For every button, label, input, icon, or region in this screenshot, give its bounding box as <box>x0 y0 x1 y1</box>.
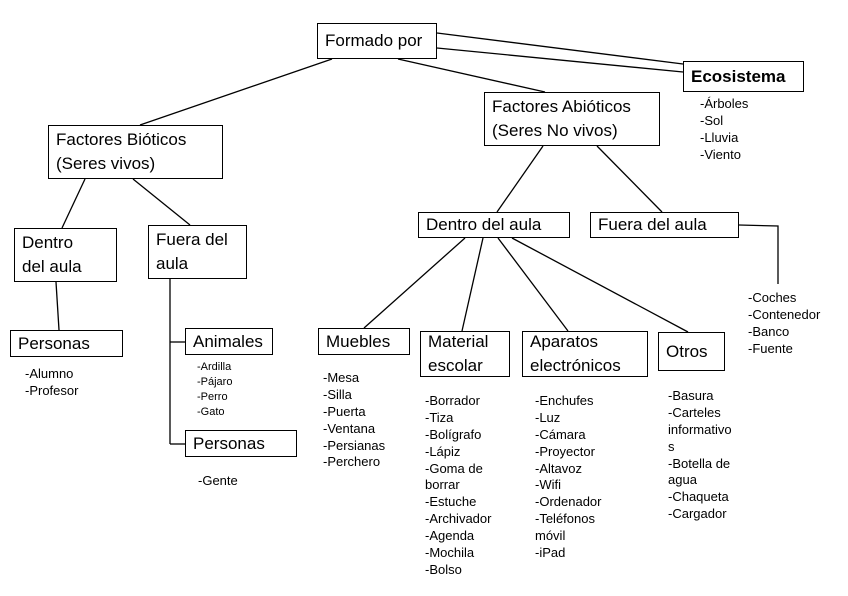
connector <box>139 58 333 126</box>
connector <box>397 58 546 93</box>
list-animales: -Ardilla -Pájaro -Perro -Gato <box>197 361 233 418</box>
node-material-escolar: Material escolar <box>420 331 510 377</box>
node-animales: Animales <box>185 328 273 355</box>
connector <box>436 32 684 65</box>
connector <box>461 237 484 332</box>
node-dentro-del-aula-abioticos: Dentro del aula <box>418 212 570 238</box>
node-aparatos-electronicos: Aparatos electrónicos <box>522 331 648 377</box>
node-fuera-del-aula-abioticos: Fuera del aula <box>590 212 739 238</box>
node-muebles: Muebles <box>318 328 410 355</box>
node-formado-por: Formado por <box>317 23 437 59</box>
connector <box>61 178 86 229</box>
node-factores-bioticos: Factores Bióticos (Seres vivos) <box>48 125 223 179</box>
connector <box>497 237 569 332</box>
node-otros: Otros <box>658 332 725 371</box>
node-personas-dentro: Personas <box>10 330 123 357</box>
list-material-escolar: -Borrador -Tiza -Bolígrafo -Lápiz -Goma … <box>425 393 492 577</box>
connector <box>511 237 689 333</box>
connector <box>738 224 779 284</box>
list-aparatos-electronicos: -Enchufes -Luz -Cámara -Proyector -Altav… <box>535 393 602 561</box>
list-personas-dentro: -Alumno -Profesor <box>25 366 79 398</box>
connector <box>596 145 663 213</box>
connector <box>55 281 60 331</box>
list-fuera-del-aula-abioticos: -Coches -Contenedor -Banco -Fuente <box>748 290 821 356</box>
node-ecosistema: Ecosistema <box>683 61 804 92</box>
node-factores-abioticos: Factores Abióticos (Seres No vivos) <box>484 92 660 146</box>
node-fuera-del-aula-bioticos: Fuera del aula <box>148 225 247 279</box>
list-muebles: -Mesa -Silla -Puerta -Ventana -Persianas… <box>323 370 386 470</box>
list-otros: -Basura -Carteles informativos -Botella … <box>668 388 732 522</box>
node-personas-fuera: Personas <box>185 430 297 457</box>
connector <box>363 237 466 329</box>
connector <box>436 47 684 73</box>
list-ecosistema: -Árboles -Sol -Lluvia -Viento <box>700 96 749 162</box>
connector <box>496 145 544 213</box>
connector <box>132 178 191 226</box>
node-dentro-del-aula-bioticos: Dentro del aula <box>14 228 117 282</box>
list-personas-fuera: -Gente <box>198 473 238 488</box>
